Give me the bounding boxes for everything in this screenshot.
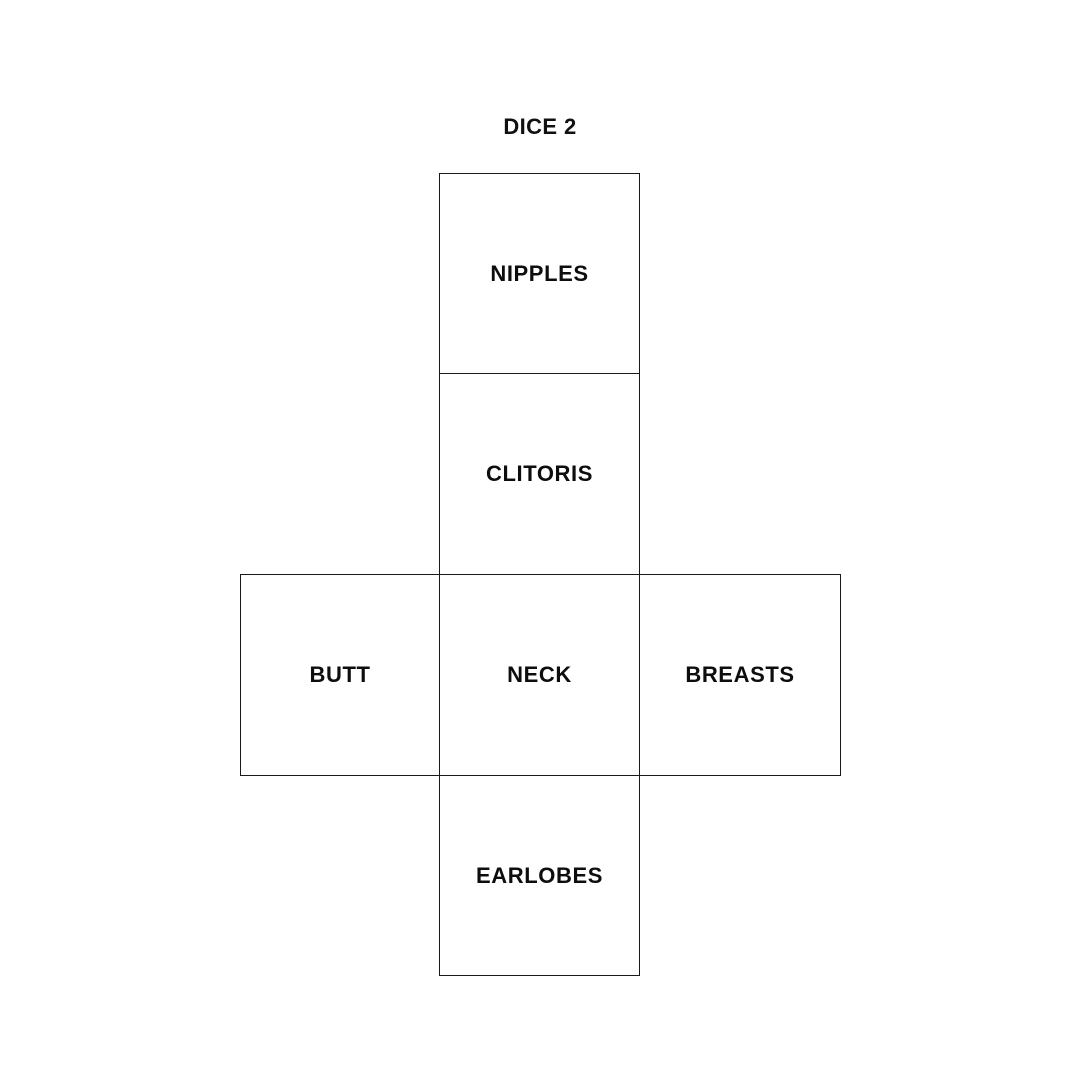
cube-net: NIPPLES CLITORIS BUTT NECK BREASTS EARLO…	[240, 173, 841, 976]
cube-face-top[interactable]: NIPPLES	[439, 173, 640, 374]
cube-face-upper[interactable]: CLITORIS	[439, 373, 640, 575]
cube-face-top-label: NIPPLES	[490, 260, 589, 286]
cube-face-right-label: BREASTS	[685, 662, 795, 687]
page-title: DICE 2	[503, 114, 577, 139]
cube-face-left[interactable]: BUTT	[240, 574, 440, 776]
cube-face-center-label: NECK	[507, 662, 572, 687]
cube-face-left-label: BUTT	[309, 662, 371, 687]
cube-face-center[interactable]: NECK	[439, 574, 640, 776]
cube-face-upper-label: CLITORIS	[485, 461, 594, 486]
cube-face-right[interactable]: BREASTS	[639, 574, 841, 776]
cube-face-bottom-label: EARLOBES	[475, 862, 604, 888]
cube-face-bottom[interactable]: EARLOBES	[439, 775, 640, 976]
